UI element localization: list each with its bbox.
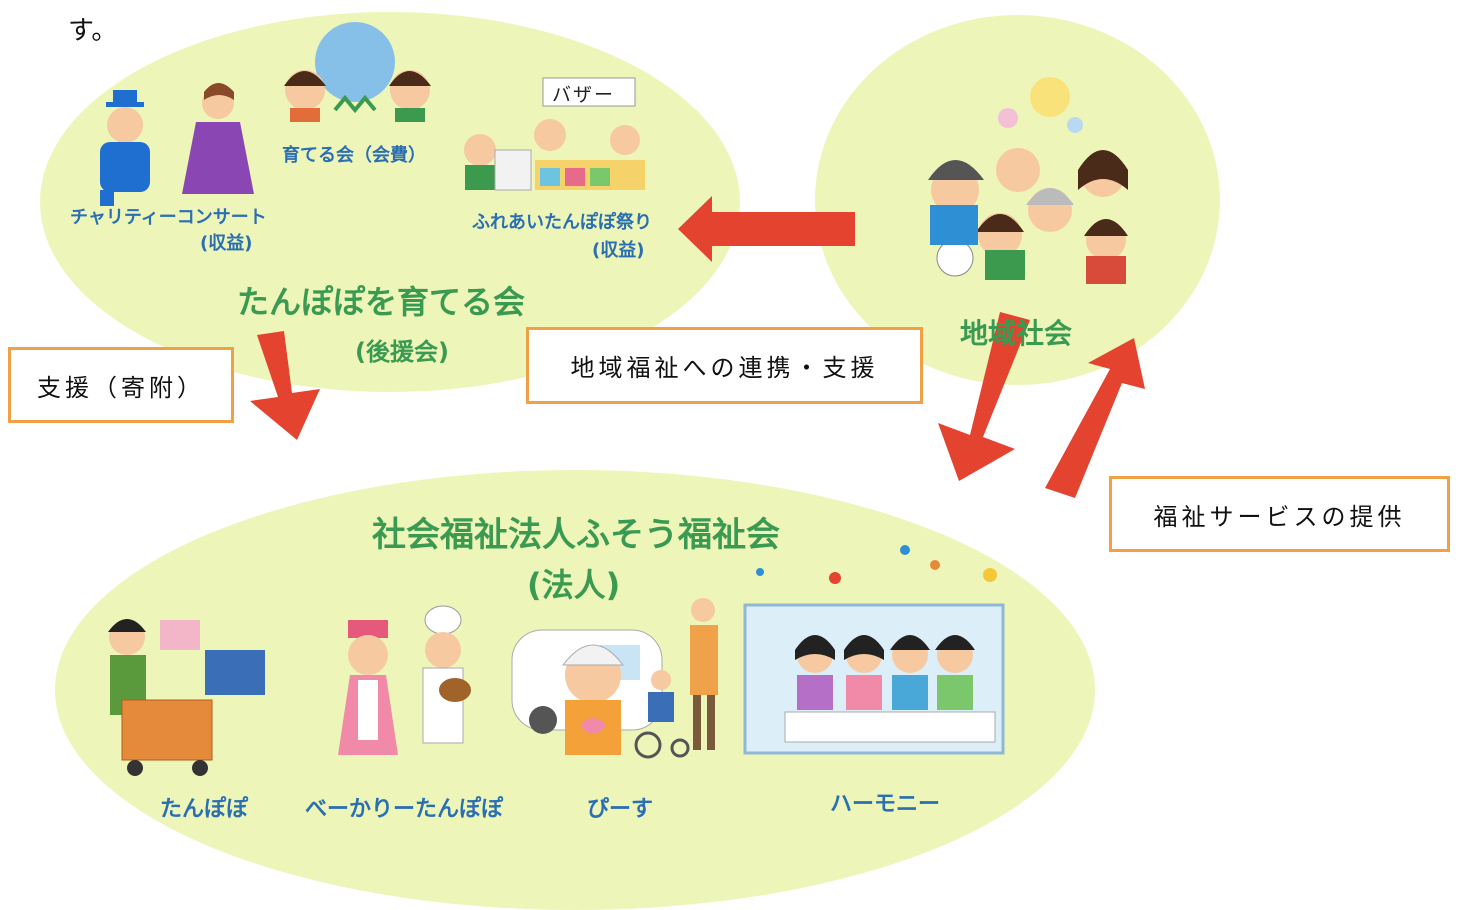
facility-label-tanpopo: たんぽぽ [160,797,249,822]
support-group-title: たんぽぽを育てる会 [237,283,526,321]
facility-bakery-illustration [338,605,471,755]
arrow-corporation-to-community [1045,338,1145,498]
support-group-subtitle: (後援会) [355,338,449,366]
facility-label-peace: ぴーす [587,797,654,822]
corporation-title: 社会福祉法人ふそう福祉会 [372,515,780,555]
bazaar-sign: バザー [552,84,616,106]
community-people-illustration [928,77,1128,284]
intro-text-fragment: す。 [68,16,118,46]
membership-children-illustration [284,22,431,122]
cooperation-label-box: 地域福祉への連携・支援 [526,327,923,404]
facility-tanpopo-illustration [108,619,265,776]
concert-performers-illustration [100,83,254,206]
concert-caption: チャリティーコンサート [70,207,267,228]
services-label-box: 福祉サービスの提供 [1109,476,1450,552]
festival-caption: ふれあいたんぽぽ祭り [472,212,652,233]
arrow-community-to-corporation [938,312,1030,481]
donation-label-box: 支援（寄附） [8,347,234,423]
arrow-support-to-corporation [250,331,320,440]
bazaar-stall-illustration [464,77,645,191]
corporation-subtitle: (法人) [527,566,621,604]
facility-label-bakery: べーかりーたんぽぽ [305,797,504,822]
facility-label-harmony: ハーモニー [830,792,941,817]
concert-note: (収益) [200,233,253,254]
membership-caption: 育てる会（会費） [282,145,426,166]
community-title: 地域社会 [960,317,1073,350]
arrow-community-to-support [678,196,855,262]
festival-note: (収益) [592,240,645,261]
facility-peace-illustration [511,598,718,759]
facility-harmony-illustration [743,545,1005,755]
